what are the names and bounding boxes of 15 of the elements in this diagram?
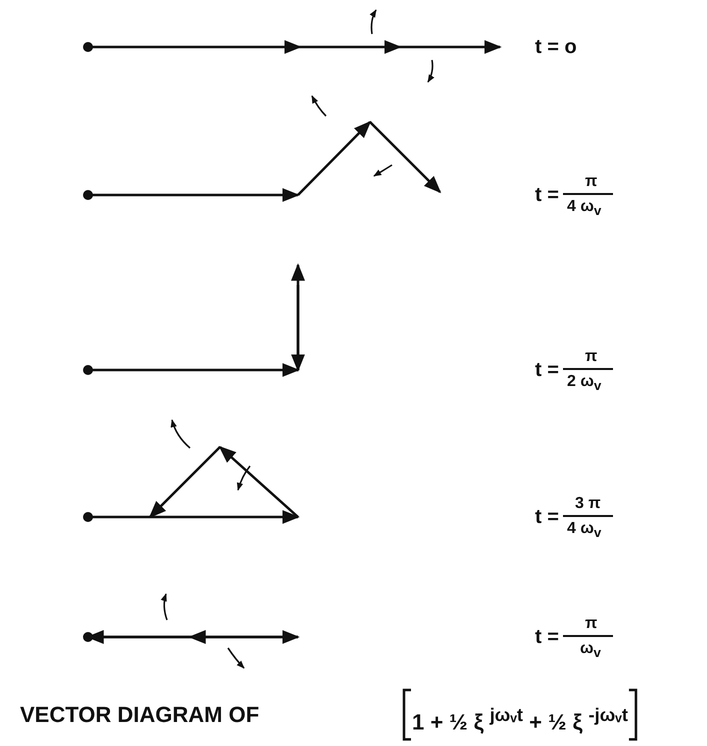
fraction-denominator: 4 ω$_{v}$	[567, 197, 602, 220]
fraction-numerator: π	[585, 614, 598, 634]
time-label: t =	[535, 626, 559, 648]
fraction-numerator: π	[585, 172, 598, 192]
fraction-numerator: π	[585, 347, 598, 367]
caption: VECTOR DIAGRAM OF	[20, 704, 260, 726]
time-label: t = o	[535, 36, 577, 58]
time-label: t =	[535, 184, 559, 206]
time-label: t =	[535, 359, 559, 381]
fraction-denominator: ω$_{v}$	[580, 639, 601, 662]
fraction-denominator: 2 ω$_{v}$	[567, 372, 602, 396]
formula: 1 + ½ ξ $^{jωᵥt}$ + ½ ξ $^{-jωᵥt}$	[412, 704, 628, 734]
fraction-numerator: 3 π	[575, 494, 601, 514]
fraction-denominator: 4 ω$_{v}$	[567, 519, 602, 542]
time-label: t =	[535, 506, 559, 528]
